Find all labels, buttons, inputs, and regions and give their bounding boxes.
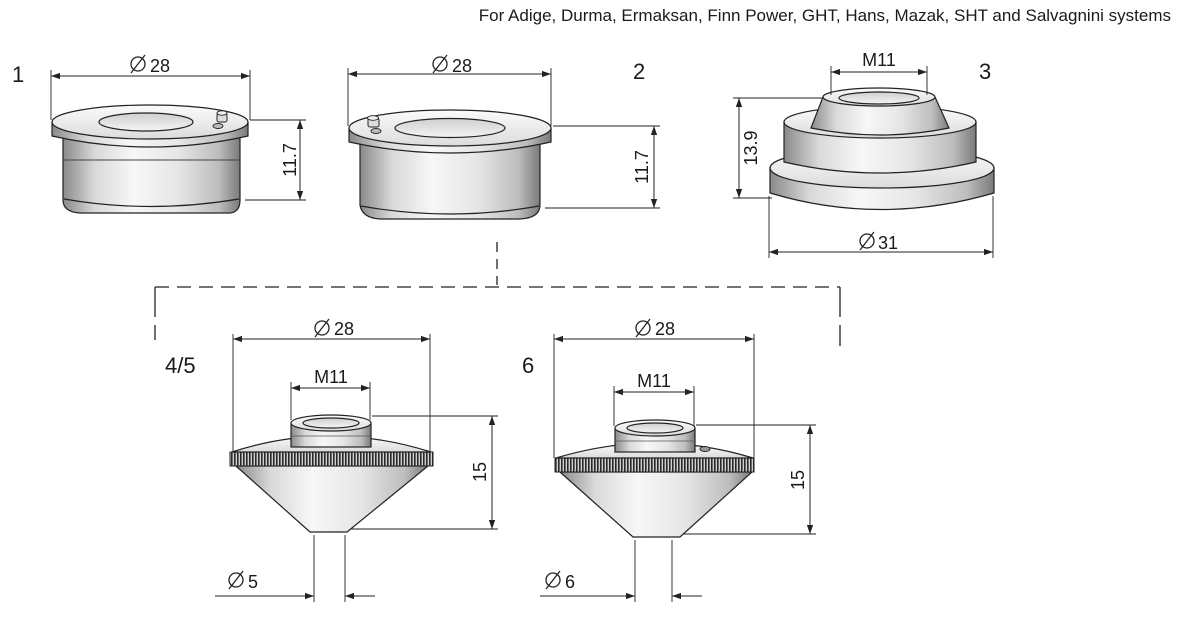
- height-value-part-1: 11.7: [280, 143, 300, 177]
- part-label-3: 3: [979, 59, 991, 84]
- diameter-value-part-6: 28: [655, 319, 675, 339]
- tip-diameter-value-part-4-5: 5: [248, 572, 258, 592]
- dimension-height-part-4-5: 15: [350, 415, 498, 530]
- height-value-part-6: 15: [788, 470, 808, 490]
- diameter-value-part-1: 28: [150, 56, 170, 76]
- diameter-symbol-icon: [432, 54, 448, 74]
- part-label-2: 2: [633, 59, 645, 84]
- tip-diameter-value-part-6: 6: [565, 572, 575, 592]
- dimension-diameter-part-1: 28: [50, 54, 251, 120]
- dimension-height-part-1: 11.7: [245, 119, 306, 201]
- dimension-tip-part-4-5: 5: [215, 535, 375, 602]
- nozzle-part-6: [554, 419, 755, 538]
- diameter-symbol-icon: [228, 570, 244, 590]
- dimension-thread-part-4-5: M11: [290, 367, 371, 420]
- diameter-symbol-icon: [545, 570, 561, 590]
- diameter-symbol-icon: [130, 54, 146, 74]
- nozzle-part-4-5: [229, 414, 434, 533]
- diameter-symbol-icon: [314, 318, 330, 338]
- dimension-diameter-part-2: 28: [347, 54, 552, 126]
- part-label-6: 6: [522, 353, 534, 378]
- dimension-thread-part-3: M11: [830, 50, 928, 95]
- diameter-value-part-3: 31: [878, 233, 898, 253]
- diameter-value-part-2: 28: [452, 56, 472, 76]
- thread-value-part-3: M11: [862, 50, 896, 70]
- dimension-height-part-6: 15: [684, 424, 816, 535]
- thread-value-part-4-5: M11: [314, 367, 348, 387]
- diameter-value-part-4-5: 28: [334, 319, 354, 339]
- dimension-diameter-part-3: 31: [768, 196, 994, 258]
- dimension-thread-part-6: M11: [613, 371, 695, 426]
- dimension-height-part-2: 11.7: [545, 125, 660, 209]
- dimension-height-part-3: 13.9: [733, 97, 823, 199]
- diameter-symbol-icon: [635, 318, 651, 338]
- dimension-tip-part-6: 6: [540, 540, 702, 602]
- part-label-4-5: 4/5: [165, 353, 196, 378]
- caption: For Adige, Durma, Ermaksan, Finn Power, …: [479, 6, 1171, 25]
- dimension-diameter-part-6: 28: [553, 318, 755, 458]
- height-value-part-3: 13.9: [741, 130, 761, 165]
- diameter-symbol-icon: [859, 231, 875, 251]
- grouping-bracket: [154, 242, 841, 346]
- height-value-part-2: 11.7: [632, 150, 652, 184]
- height-value-part-4-5: 15: [470, 462, 490, 482]
- nozzle-part-2: [348, 109, 552, 220]
- nozzle-part-3: [769, 87, 995, 211]
- dimension-diameter-part-4-5: 28: [232, 318, 431, 452]
- part-label-1: 1: [12, 62, 24, 87]
- thread-value-part-6: M11: [637, 371, 671, 391]
- nozzle-part-1: [51, 104, 249, 214]
